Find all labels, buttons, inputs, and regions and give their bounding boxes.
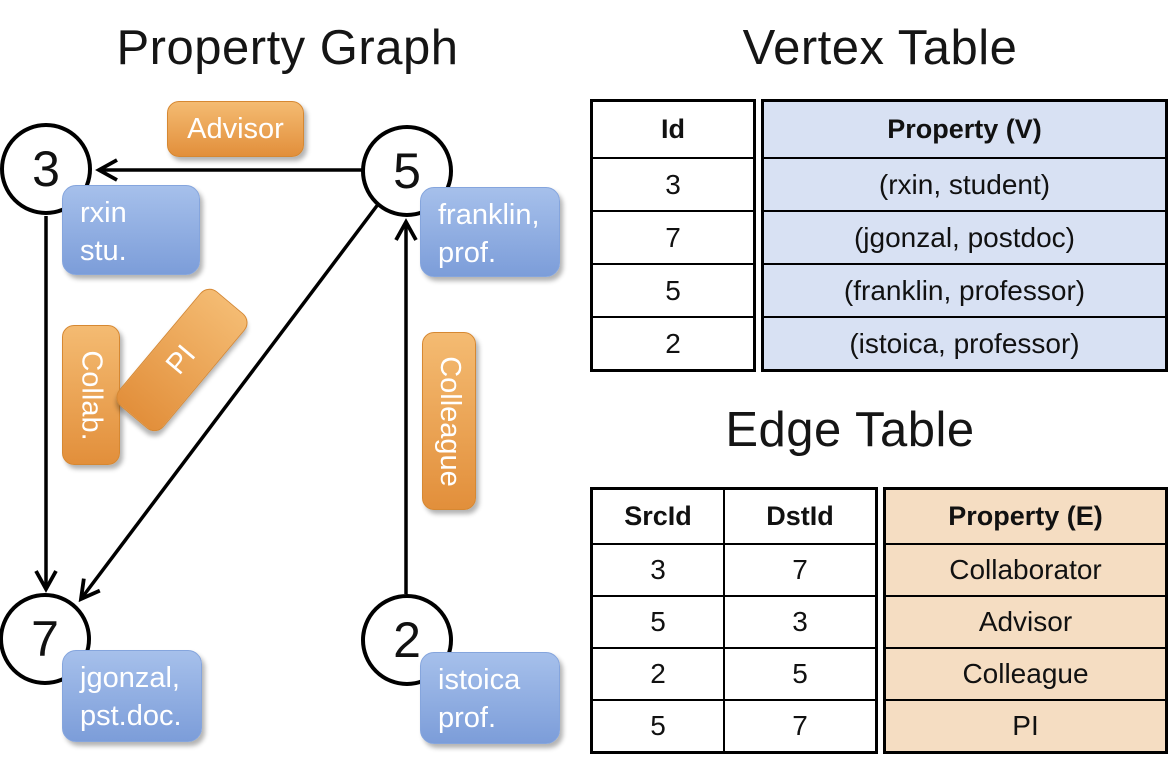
edge-dstid-cell: 5 [723, 649, 875, 699]
edge-table-title: Edge Table [725, 403, 975, 457]
node-id-7: 7 [31, 611, 59, 667]
edge-property-cell: Collaborator [886, 543, 1165, 595]
vertex-property-cell: (istoica, professor) [764, 316, 1165, 369]
vertex-property-cell: (jgonzal, postdoc) [764, 210, 1165, 263]
node-property-line: prof. [438, 237, 497, 270]
edge-label-collab-text: Collab. [75, 349, 108, 441]
vertex-id-cell: 2 [593, 316, 753, 369]
edge-label-pi-text: PI [160, 338, 203, 381]
node-property-box-jgonzal: jgonzal, pst.doc. [62, 650, 202, 742]
node-property-line: istoica [438, 664, 521, 696]
edge-property-cell: Colleague [886, 647, 1165, 699]
edge-label-advisor-text: Advisor [187, 112, 284, 145]
node-property-box-franklin: franklin, prof. [420, 187, 560, 277]
vertex-table-title: Vertex Table [742, 21, 1018, 75]
edge-table: SrcId DstId 3 7 5 3 2 5 5 7 Property (E)… [590, 487, 1168, 754]
edge-srcid-cell: 5 [650, 710, 666, 741]
vertex-table-id-column: Id 3 7 5 2 [590, 99, 756, 372]
node-id-5: 5 [393, 143, 421, 199]
edge-srcid-cell: 2 [650, 658, 666, 689]
vertex-id-cell: 5 [593, 263, 753, 316]
edge-table-srcid-header: SrcId [624, 501, 692, 531]
edge-label-collab: Collab. [62, 325, 120, 465]
vertex-id-cell: 7 [593, 210, 753, 263]
edge-dstid-cell: 7 [723, 701, 875, 751]
edge-dstid-cell: 3 [723, 597, 875, 647]
node-property-line: jgonzal, [80, 662, 180, 694]
vertex-table-id-header: Id [661, 114, 685, 144]
node-property-line: rxin [80, 197, 127, 229]
node-id-3: 3 [32, 141, 60, 197]
edge-srcid-cell: 3 [650, 554, 666, 585]
edge-label-pi: PI [111, 283, 253, 437]
edge-table-dstid-header: DstId [723, 490, 875, 543]
property-graph-title: Property Graph [116, 21, 459, 75]
edge-dstid-cell: 7 [723, 545, 875, 595]
edge-srcid-cell: 5 [650, 606, 666, 637]
edge-table-src-dst-columns: SrcId DstId 3 7 5 3 2 5 5 7 [590, 487, 878, 754]
edge-property-cell: Advisor [886, 595, 1165, 647]
vertex-property-cell: (rxin, student) [764, 157, 1165, 210]
node-property-box-istoica: istoica prof. [420, 652, 560, 744]
node-id-2: 2 [393, 612, 421, 668]
node-property-line: pst.doc. [80, 700, 182, 733]
node-property-line: stu. [80, 235, 127, 268]
node-property-line: franklin, [438, 199, 540, 231]
vertex-table-property-column: Property (V) (rxin, student) (jgonzal, p… [761, 99, 1168, 372]
edge-label-colleague: Colleague [422, 332, 476, 510]
vertex-table-property-header: Property (V) [887, 114, 1042, 144]
vertex-table: Id 3 7 5 2 Property (V) (rxin, student) … [590, 99, 1168, 372]
edge-label-colleague-text: Colleague [433, 355, 466, 487]
edge-label-advisor: Advisor [167, 101, 304, 157]
graph-node-5: 5 [361, 125, 453, 217]
node-property-line: prof. [438, 702, 497, 735]
vertex-property-cell: (franklin, professor) [764, 263, 1165, 316]
edge-table-property-column: Property (E) Collaborator Advisor Collea… [883, 487, 1168, 754]
edge-property-cell: PI [886, 699, 1165, 751]
node-property-box-rxin: rxin stu. [62, 185, 200, 275]
edge-table-property-header: Property (E) [948, 501, 1103, 531]
vertex-id-cell: 3 [593, 157, 753, 210]
graph-node-3: 3 [0, 123, 92, 215]
